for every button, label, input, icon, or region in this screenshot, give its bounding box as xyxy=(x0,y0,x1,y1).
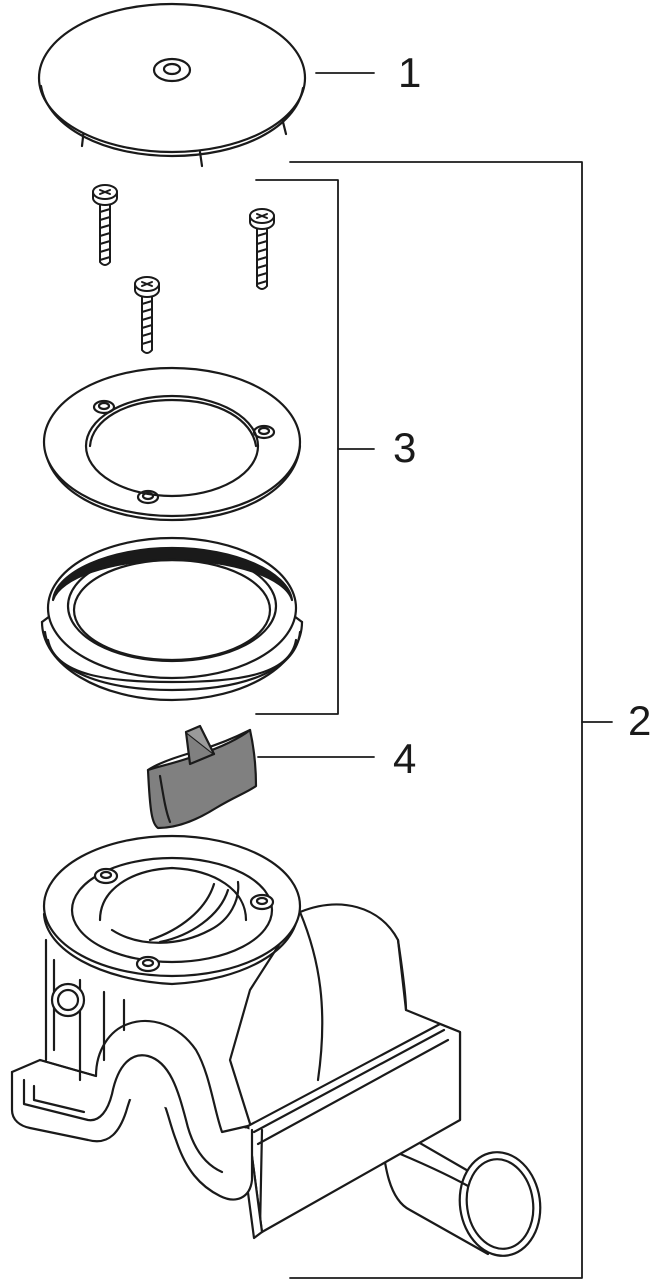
screw xyxy=(250,209,274,289)
leader-lines xyxy=(256,73,612,1278)
bracket-2 xyxy=(290,162,582,1278)
screw xyxy=(135,277,159,353)
cover-plate xyxy=(39,4,305,166)
callout-label-2: 2 xyxy=(628,697,652,744)
sealing-ring xyxy=(42,538,302,700)
screws xyxy=(93,185,274,353)
clamp-ring xyxy=(44,368,300,520)
bracket-3 xyxy=(256,180,338,714)
callout-label-1: 1 xyxy=(398,49,422,96)
callout-label-3: 3 xyxy=(393,424,417,471)
screw xyxy=(93,185,117,265)
trap-plug xyxy=(148,726,256,828)
callout-label-4: 4 xyxy=(393,735,417,782)
drain-body xyxy=(12,836,547,1261)
